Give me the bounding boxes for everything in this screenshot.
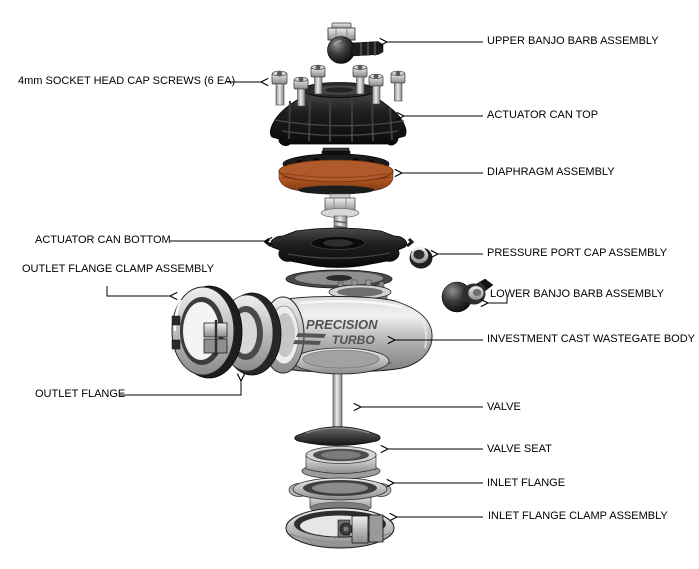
label-cap-screws: 4mm SOCKET HEAD CAP SCREWS (6 EA) bbox=[18, 75, 236, 87]
leader-arrow-outlet-flange bbox=[120, 381, 241, 396]
label-pressure-port-cap: PRESSURE PORT CAP ASSEMBLY bbox=[487, 247, 668, 259]
label-outlet-flange: OUTLET FLANGE bbox=[35, 388, 126, 400]
body-logo-line2: TURBO bbox=[332, 333, 375, 347]
outlet-flange-clamp-part bbox=[171, 285, 243, 379]
body-logo-line1: PRECISION bbox=[306, 317, 378, 332]
label-diaphragm: DIAPHRAGM ASSEMBLY bbox=[487, 166, 615, 178]
spring-nut-shaft-part bbox=[320, 193, 360, 239]
lower-banjo-barb-part bbox=[441, 278, 494, 313]
gasket-part bbox=[285, 269, 393, 289]
label-upper-banjo: UPPER BANJO BARB ASSEMBLY bbox=[487, 35, 659, 47]
cap-screws-part bbox=[271, 64, 406, 107]
leader-arrow-outlet-flange-clamp bbox=[106, 286, 170, 296]
actuator-can-top-part bbox=[269, 82, 407, 147]
label-inlet-flange: INLET FLANGE bbox=[487, 477, 566, 489]
label-inlet-flange-clamp: INLET FLANGE CLAMP ASSEMBLY bbox=[488, 510, 668, 522]
valve-seat-part bbox=[301, 446, 381, 480]
label-actuator-can-top: ACTUATOR CAN TOP bbox=[487, 109, 599, 121]
leader-arrow-lower-banjo bbox=[488, 297, 508, 303]
pressure-port-cap-part bbox=[409, 246, 433, 269]
label-lower-banjo: LOWER BANJO BARB ASSEMBLY bbox=[490, 288, 665, 300]
diaphragm-part bbox=[278, 147, 394, 195]
valve-part bbox=[294, 373, 381, 446]
label-actuator-can-bottom: ACTUATOR CAN BOTTOM bbox=[35, 234, 171, 246]
label-outlet-flange-clamp: OUTLET FLANGE CLAMP ASSEMBLY bbox=[22, 263, 214, 275]
label-wastegate-body: INVESTMENT CAST WASTEGATE BODY bbox=[487, 333, 696, 345]
wastegate-body-part: PRECISION TURBO bbox=[261, 279, 433, 375]
label-valve-seat: VALVE SEAT bbox=[487, 443, 552, 455]
actuator-can-bottom-part bbox=[263, 227, 415, 268]
inlet-flange-clamp-part bbox=[285, 507, 395, 549]
leader-arrows bbox=[106, 42, 508, 517]
label-valve: VALVE bbox=[487, 401, 521, 413]
upper-banjo-barb-part bbox=[327, 22, 384, 64]
